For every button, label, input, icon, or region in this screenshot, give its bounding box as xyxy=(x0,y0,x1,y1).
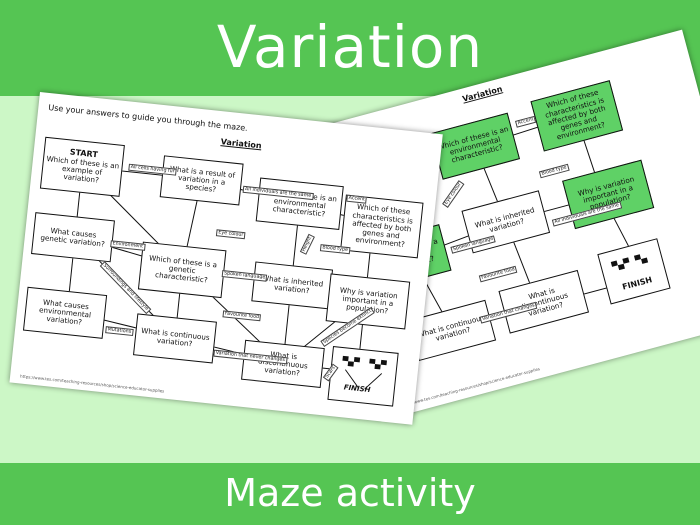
box-environmental: Which of these is an environmental chara… xyxy=(255,177,344,231)
finish-flag-icon xyxy=(327,346,399,407)
box-example-text: Which of these is an example of variatio… xyxy=(46,153,120,185)
subtitle-banner: Maze activity xyxy=(0,463,700,525)
box-result: What is a result of variation in a speci… xyxy=(159,155,244,206)
page-title: Variation xyxy=(216,13,484,81)
box-affected: Which of these characteristics is affect… xyxy=(340,194,424,259)
worksheet-answers: Variation Which of these is an example o… xyxy=(315,29,700,418)
box-example: START Which of these is an example of va… xyxy=(39,136,125,197)
finish-flag-icon: FINISH xyxy=(597,238,671,305)
box-continuous: What is continuous variation? xyxy=(133,313,217,364)
worksheet-blank: Use your answers to guide you through th… xyxy=(9,92,443,425)
page-subtitle: Maze activity xyxy=(224,471,476,515)
box-causes-genetic: What causes genetic variation? xyxy=(31,212,115,263)
box-genetic: Which of these is a genetic characterist… xyxy=(137,241,227,299)
box-important: Why is variation important in a populati… xyxy=(325,273,411,330)
box-causes-env: What causes environmental variation? xyxy=(22,286,108,339)
box-inherited: What is inherited variation? xyxy=(251,261,334,310)
title-banner: Variation xyxy=(0,0,700,96)
finish-text: FINISH xyxy=(621,275,653,292)
